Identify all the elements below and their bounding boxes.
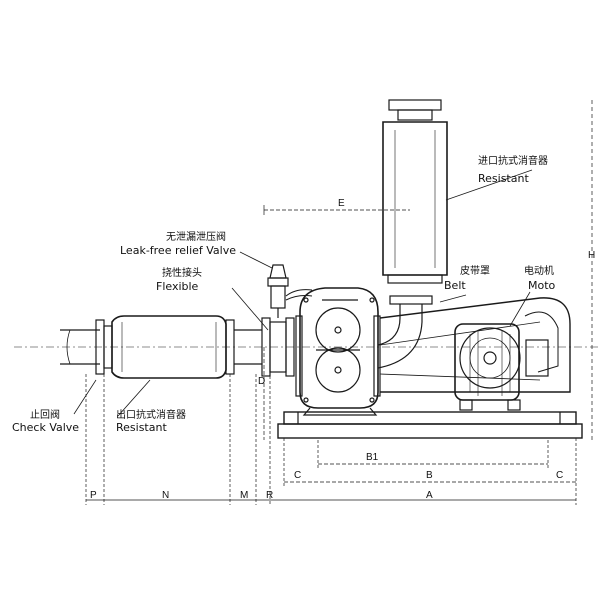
dim-N: N [162,490,169,501]
dim-H: H [588,250,595,261]
outlet-silencer-label-zh: 出口抗式消音器 [116,408,186,421]
electric-motor [454,323,549,411]
inlet-elbow [377,295,433,369]
flexible-label-en: Flexible [156,280,199,293]
dim-P: P [90,490,97,501]
dim-A: A [426,490,433,501]
relief-valve [267,264,313,318]
belt-guard-label-en: Belt [444,279,466,292]
dim-C-right: C [556,470,563,481]
dim-B1: B1 [366,452,379,463]
motor-label-en: Moto [528,279,556,292]
relief-valve-label-zh: 无泄漏泄压阀 [166,230,226,243]
check-valve-label-en: Check Valve [12,421,79,434]
leader-lines [73,169,533,417]
belt-guard [379,297,571,393]
inlet-silencer-label-en: Resistant [478,172,529,185]
roots-blower [295,287,381,416]
dim-M: M [240,490,248,501]
dim-C-left: C [294,470,301,481]
flexible-label-zh: 挠性接头 [162,266,202,279]
relief-valve-label-en: Leak-free relief Valve [120,244,236,257]
belt-guard-label-zh: 皮带罩 [460,264,490,277]
check-valve-label-zh: 止回阀 [30,408,60,421]
motor-label-zh: 电动机 [524,264,554,277]
dim-B: B [426,470,433,481]
dim-R: R [266,490,273,501]
dim-E: E [338,198,345,209]
dim-D: D [258,376,265,387]
outlet-silencer-label-en: Resistant [116,421,167,434]
inlet-silencer-label-zh: 进口抗式消音器 [478,154,548,167]
inlet-silencer [382,99,448,284]
base-frame [277,411,583,439]
dimension-lines [85,100,593,505]
